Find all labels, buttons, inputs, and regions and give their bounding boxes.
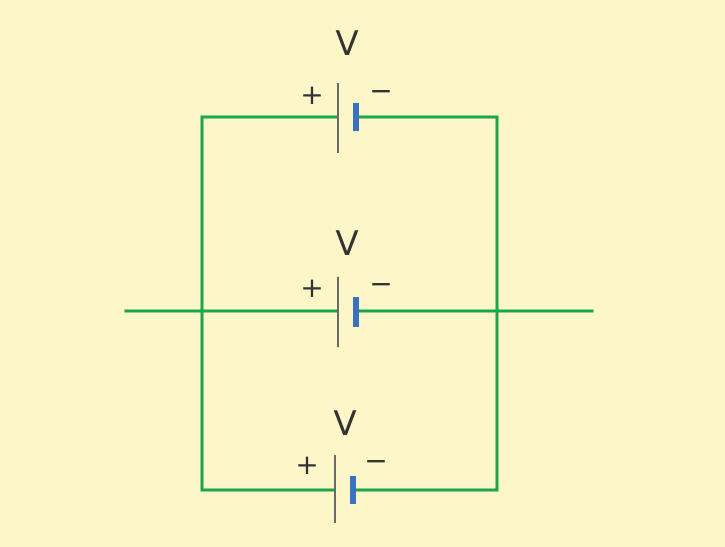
battery-bottom: V + − (295, 404, 388, 523)
battery-middle: V + − (300, 224, 393, 347)
battery-top-negative-label: − (369, 74, 392, 107)
battery-middle-positive-label: + (300, 271, 323, 304)
battery-top-voltage-label: V (335, 24, 358, 64)
battery-middle-negative-label: − (369, 267, 392, 300)
battery-bottom-voltage-label: V (333, 404, 356, 444)
battery-top: V + − (300, 24, 393, 153)
battery-bottom-negative-label: − (364, 444, 387, 477)
battery-middle-voltage-label: V (335, 224, 358, 264)
battery-bottom-positive-label: + (295, 448, 318, 481)
battery-top-positive-label: + (300, 78, 323, 111)
